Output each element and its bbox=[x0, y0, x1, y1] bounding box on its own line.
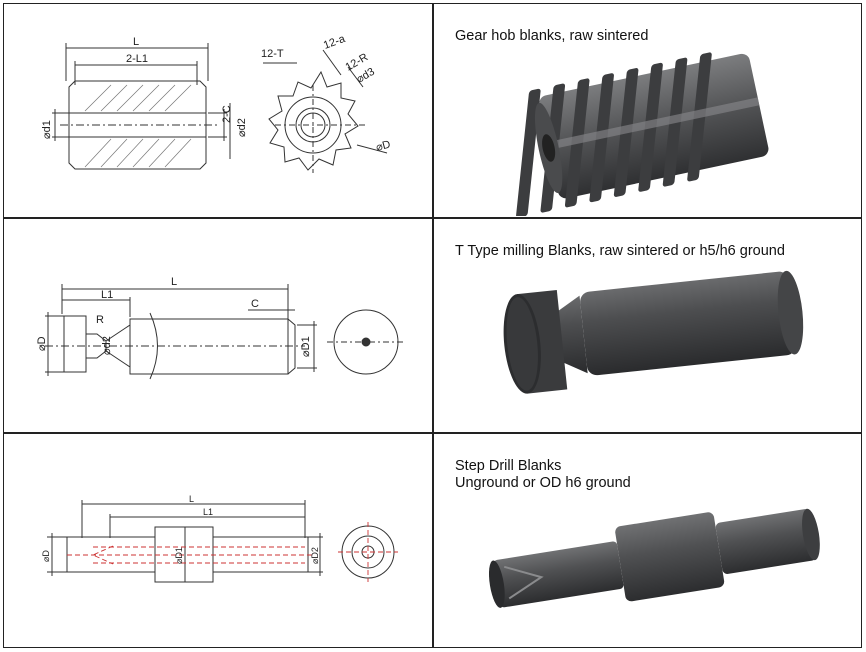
dim-label-D: ⌀D bbox=[375, 139, 392, 154]
dim-label-L1: 2-L1 bbox=[126, 53, 148, 65]
dim-label-C: C bbox=[251, 298, 259, 310]
dim-label-a: 12-a bbox=[322, 33, 348, 52]
gear-hob-drawing-cell: L 2-L1 12-T 12-a 12-R ⌀d3 ⌀d1 2-C ⌀d2 ⌀D bbox=[5, 5, 431, 216]
gear-hob-caption: Gear hob blanks, raw sintered bbox=[455, 28, 649, 44]
step-drill-photo-cell: Step Drill Blanks Unground or OD h6 grou… bbox=[434, 434, 861, 647]
dim-label-D1: ⌀D1 bbox=[300, 336, 312, 357]
gear-hob-photo-cell: Gear hob blanks, raw sintered bbox=[434, 5, 861, 216]
step-drill-product-image bbox=[488, 508, 820, 608]
t-type-caption: T Type milling Blanks, raw sintered or h… bbox=[455, 243, 785, 259]
gear-hob-product-image bbox=[516, 52, 769, 216]
step-drill-caption-line2: Unground or OD h6 ground bbox=[455, 475, 631, 491]
t-type-technical-drawing: L L1 C R ⌀D ⌀d2 ⌀D1 bbox=[36, 276, 405, 380]
dim-label-C: 2-C bbox=[221, 105, 233, 123]
gear-hob-technical-drawing: L 2-L1 12-T 12-a 12-R ⌀d3 ⌀d1 2-C ⌀d2 ⌀D bbox=[41, 33, 392, 173]
step-drill-caption-line1: Step Drill Blanks bbox=[455, 458, 562, 474]
dim-label-D2: ⌀D2 bbox=[310, 547, 320, 564]
dim-label-L1: L1 bbox=[203, 507, 213, 517]
dim-label-D: ⌀D bbox=[36, 336, 48, 351]
dim-label-R: R bbox=[96, 314, 104, 326]
dim-label-d1: ⌀d1 bbox=[41, 120, 53, 139]
dim-label-L: L bbox=[133, 36, 139, 48]
column-divider bbox=[432, 3, 434, 648]
t-type-drawing-cell: L L1 C R ⌀D ⌀d2 ⌀D1 bbox=[5, 219, 431, 431]
dim-label-L1: L1 bbox=[101, 289, 113, 301]
step-drill-technical-drawing: L L1 ⌀D ⌀D1 ⌀D2 bbox=[41, 494, 398, 583]
dim-label-d2: ⌀d2 bbox=[101, 336, 113, 355]
dim-label-D1: ⌀D1 bbox=[174, 547, 184, 564]
dim-label-L: L bbox=[171, 276, 177, 288]
dim-label-d2: ⌀d2 bbox=[236, 118, 248, 137]
t-type-product-image bbox=[503, 270, 804, 394]
dim-label-L: L bbox=[189, 494, 194, 504]
dim-label-T: 12-T bbox=[261, 48, 284, 60]
dim-label-D: ⌀D bbox=[41, 550, 51, 562]
t-type-photo-cell: T Type milling Blanks, raw sintered or h… bbox=[434, 219, 861, 431]
step-drill-drawing-cell: L L1 ⌀D ⌀D1 ⌀D2 bbox=[5, 434, 431, 647]
